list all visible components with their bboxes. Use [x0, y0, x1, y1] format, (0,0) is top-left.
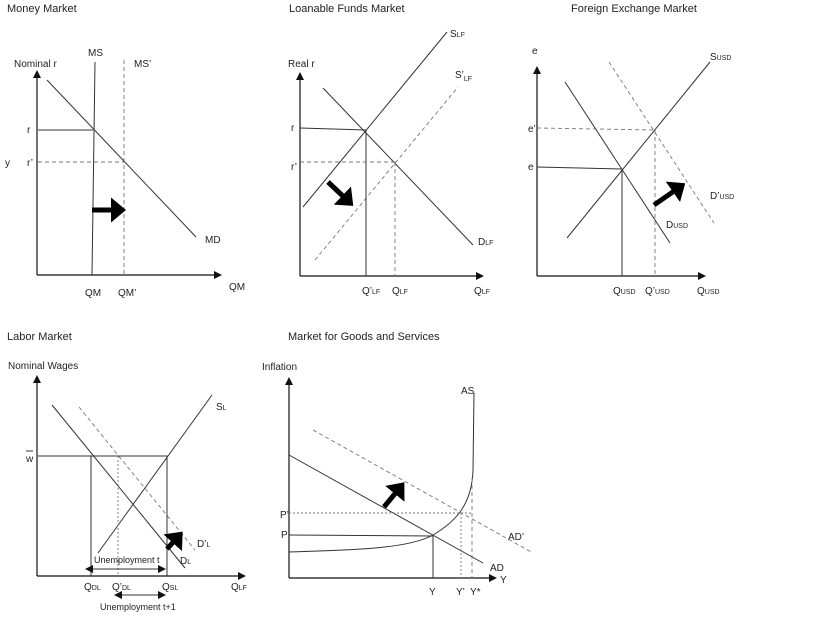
p-prime-label: P’ [280, 510, 289, 521]
goods-services-graph: Market for Goods and Services Inflation … [262, 331, 534, 598]
as-label: AS [461, 386, 475, 397]
d-prime-usd-label: D’USD [710, 191, 734, 202]
d-usd-label: DUSD [666, 220, 688, 231]
d-prime-l-curve [78, 406, 196, 551]
x-axis-label: Y [500, 575, 507, 586]
d-l-label: DL [180, 556, 191, 567]
d-lf-label: DLF [478, 237, 493, 248]
y-label: Y [429, 587, 436, 598]
as-curve [288, 392, 475, 553]
s-usd-curve [566, 61, 711, 239]
ms-label: MS [88, 48, 103, 59]
q-prime-dl-label: Q’DL [112, 582, 131, 593]
q-usd-label: QUSD [613, 286, 636, 297]
w-label: w [25, 454, 34, 465]
md-label: MD [205, 235, 221, 246]
ms-curve [91, 61, 96, 276]
r-prime-label: r’ [27, 158, 33, 169]
q-lf-label: QLF [392, 286, 408, 297]
shift-arrow [382, 482, 405, 509]
r-line [299, 127, 367, 131]
d-usd-curve [564, 81, 671, 244]
x-axis-label: QM [229, 282, 245, 293]
e-label: e [528, 162, 534, 173]
s-prime-lf-label: S’LF [455, 70, 472, 83]
e-prime-line [536, 127, 656, 131]
goods-services-title: Market for Goods and Services [288, 331, 440, 343]
ad-prime-curve [312, 429, 534, 554]
forex-graph: Foreign Exchange Market e SUSD DUSD D’US… [528, 3, 734, 297]
y-axis-label: Nominal r [14, 59, 57, 70]
unemployment-t1-label: Unemployment t+1 [100, 602, 176, 612]
e-line [536, 166, 623, 170]
q-prime-lf-label: Q’LF [362, 286, 380, 297]
y-axis-label: e [532, 46, 538, 57]
loanable-funds-graph: Loanable Funds Market Real r SLF S’LF DL… [288, 3, 493, 297]
s-prime-lf-curve [314, 86, 459, 261]
y-axis-label: Real r [288, 59, 315, 70]
p-line [288, 534, 434, 537]
r-prime-label: r’ [291, 162, 297, 173]
y-label: y [5, 158, 10, 169]
shift-arrow [652, 181, 686, 208]
y-axis-label: Nominal Wages [8, 361, 78, 372]
ms-prime-label: MS’ [134, 59, 151, 70]
x-axis-label: QLF [231, 582, 247, 593]
s-lf-curve [302, 31, 448, 208]
ad-prime-label: AD’ [508, 532, 524, 543]
forex-title: Foreign Exchange Market [571, 3, 697, 15]
y-star-label: Y* [470, 587, 481, 598]
y-axis-label: Inflation [262, 362, 297, 373]
d-lf-curve [322, 87, 474, 246]
md-curve [46, 79, 197, 238]
e-prime-label: e’ [528, 124, 536, 135]
labor-market-title: Labor Market [7, 331, 72, 343]
ad-label: AD [490, 563, 504, 574]
unemployment-t-label: Unemployment t [94, 555, 160, 565]
q-prime-usd-label: Q’USD [645, 286, 670, 297]
shift-arrow [326, 180, 354, 206]
y-prime-label: Y’ [456, 587, 465, 598]
q-sl-label: QSL [162, 582, 178, 593]
x-axis-label: QUSD [697, 286, 720, 297]
r-label: r [291, 123, 295, 134]
s-usd-label: SUSD [710, 52, 731, 63]
loanable-funds-title: Loanable Funds Market [289, 3, 405, 15]
money-market-title: Money Market [7, 3, 77, 15]
s-l-label: SL [216, 402, 227, 413]
shift-arrow [163, 531, 183, 552]
s-l-curve [97, 394, 213, 554]
qm-label: QM [85, 288, 101, 299]
p-label: P [281, 530, 288, 541]
d-prime-l-label: D’L [197, 539, 210, 550]
qm-prime-label: QM’ [118, 288, 136, 299]
ad-curve [288, 454, 484, 564]
x-axis-label: QLF [474, 286, 490, 297]
labor-market-graph: Labor Market Nominal Wages w SL DL D’L U… [7, 331, 247, 612]
q-dl-label: QDL [84, 582, 101, 593]
d-l-curve [51, 404, 186, 569]
s-lf-label: SLF [450, 29, 465, 40]
money-market-graph: Money Market Nominal r MS MS’ MD r r’ y … [5, 3, 245, 299]
r-label: r [27, 125, 31, 136]
